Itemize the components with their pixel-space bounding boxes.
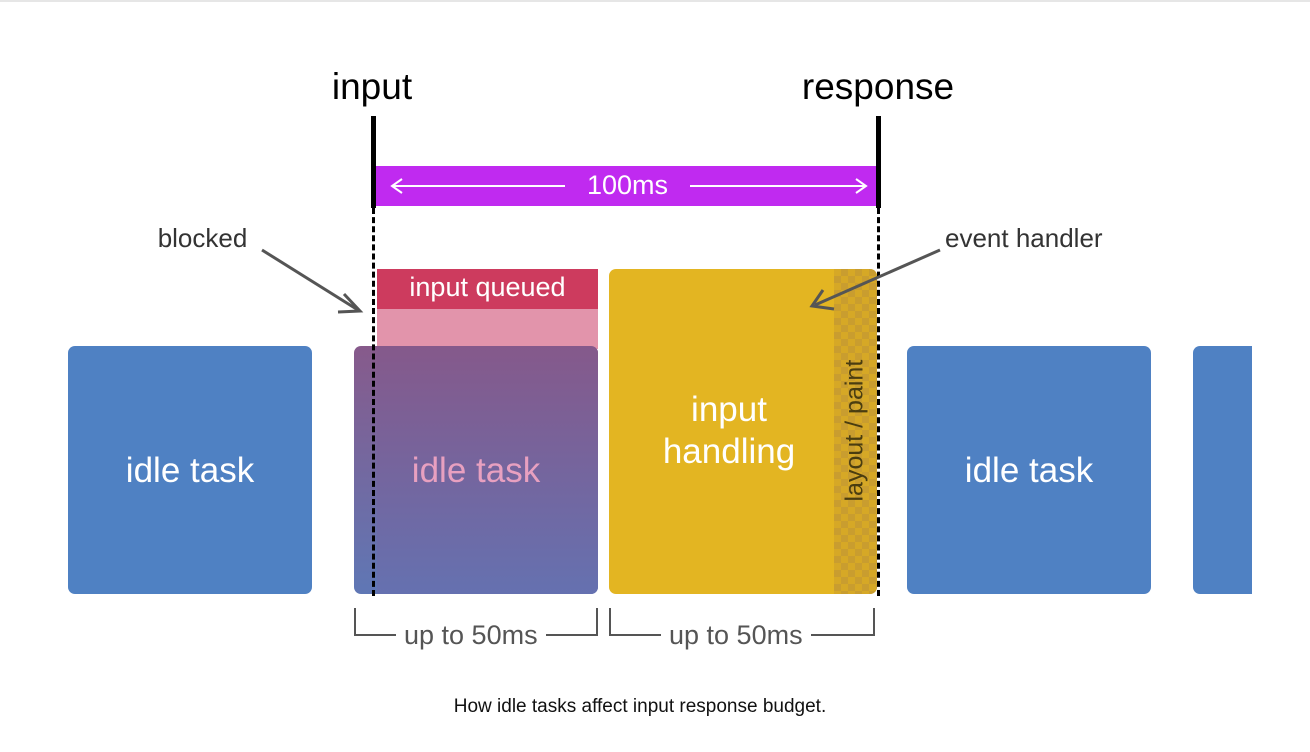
blocked-arrowhead: [337, 292, 364, 314]
idle-task-label-2: idle task: [411, 451, 541, 490]
idle-task-label-3: idle task: [964, 451, 1094, 490]
input-queued-block: [377, 269, 598, 309]
response-marker: [876, 116, 881, 208]
input-label: input: [331, 66, 413, 107]
response-label: response: [801, 66, 955, 107]
budget-label: 100ms: [586, 170, 669, 200]
event-handler-arrow: [814, 248, 941, 307]
brace-label-2: up to 50ms: [661, 620, 811, 651]
input-handling-label-line1: input: [691, 390, 767, 429]
figure-caption: How idle tasks affect input response bud…: [453, 696, 827, 717]
blended-idle-overlay: [377, 346, 598, 594]
input-marker: [371, 116, 376, 208]
idle-task-block-1: [68, 346, 312, 594]
budget-double-arrow: [390, 178, 868, 194]
input-handling-label-line2: handling: [662, 432, 796, 471]
event-handler-arrowhead: [809, 289, 835, 311]
idle-task-block-4: [1193, 346, 1252, 594]
idle-task-label-1: idle task: [125, 451, 255, 490]
input-handling-block: [609, 269, 877, 594]
blocked-label: blocked: [157, 223, 248, 253]
blocked-arrow: [261, 248, 359, 312]
idle-task-block-3: [907, 346, 1151, 594]
response-dashed-line: [877, 208, 880, 596]
input-dashed-line: [372, 208, 375, 596]
event-handler-label: event handler: [945, 223, 1103, 253]
input-queued-label: input queued: [409, 272, 566, 302]
top-border: [0, 0, 1310, 2]
layout-paint-region: [834, 269, 877, 594]
brace-label-1: up to 50ms: [396, 620, 546, 651]
